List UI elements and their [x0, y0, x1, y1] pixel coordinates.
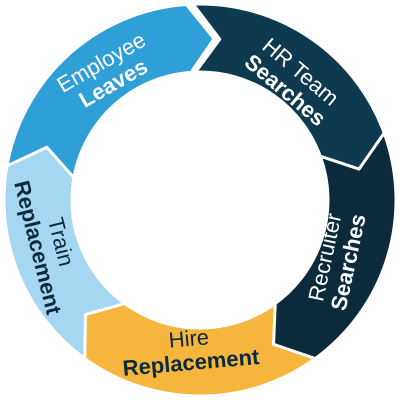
segment-employee-leaves-arrow	[3, 2, 216, 189]
label-hire-replacement-line1: Hire	[168, 324, 210, 352]
segment-train-replacement-arrow	[2, 145, 127, 361]
